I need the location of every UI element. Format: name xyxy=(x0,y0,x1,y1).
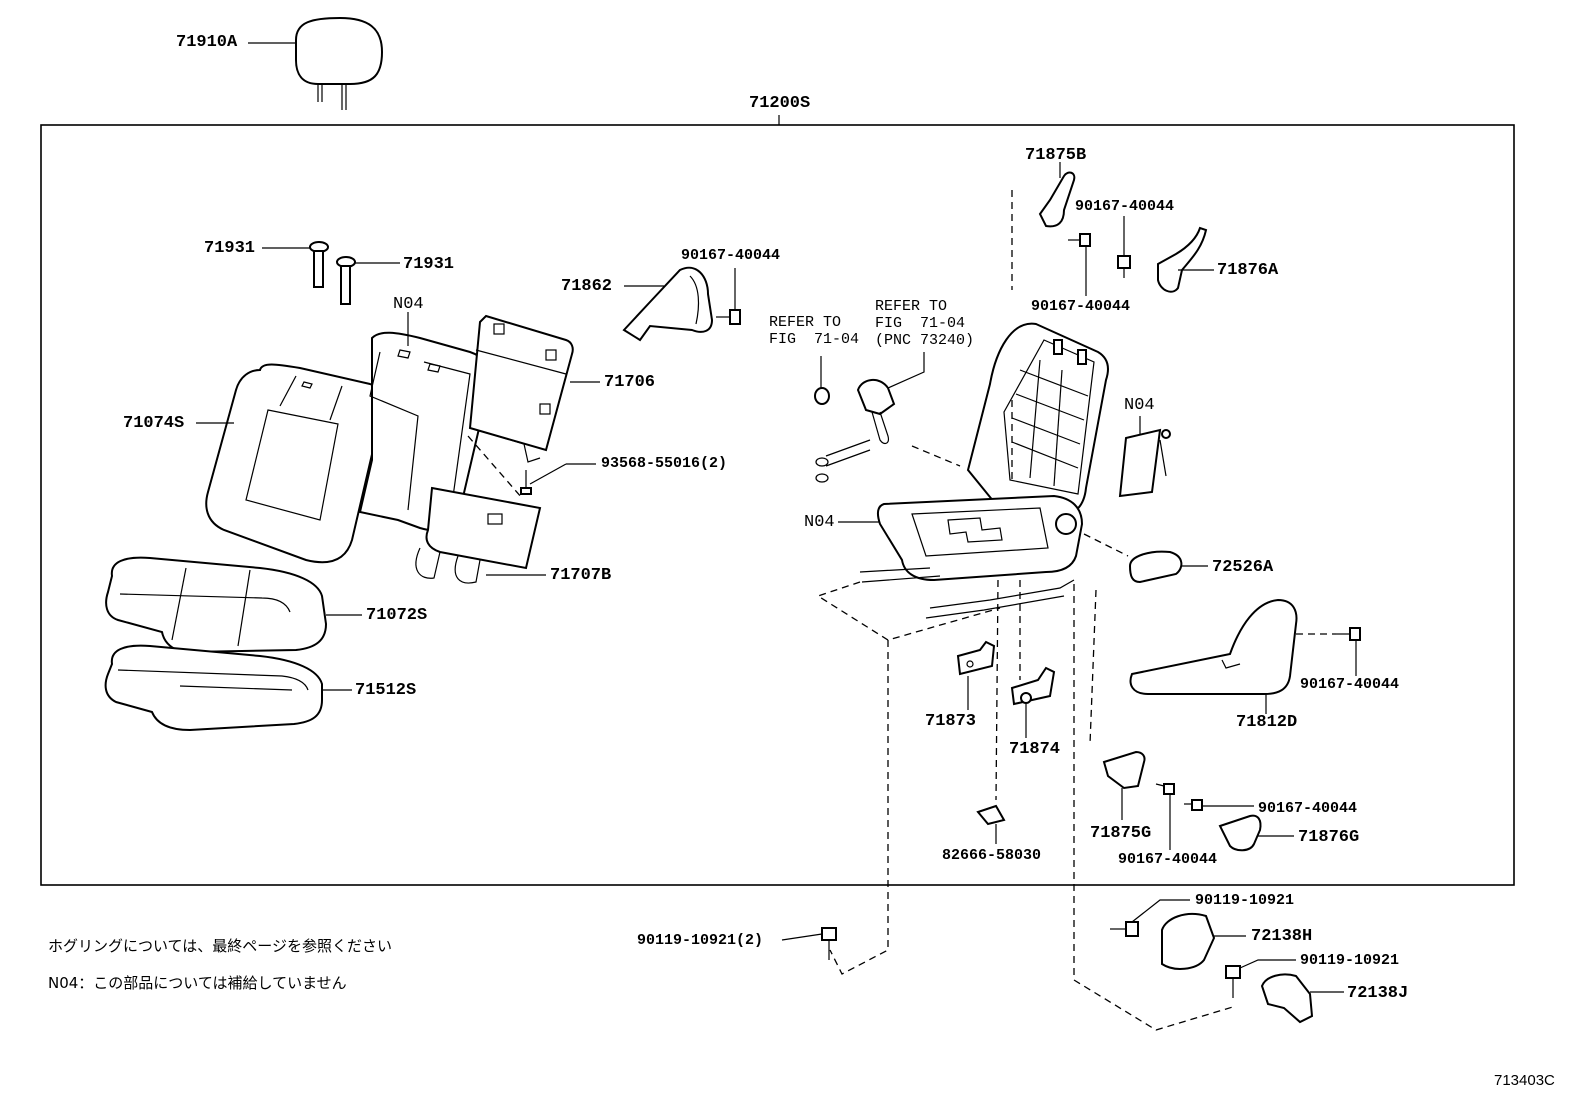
bolt-71862-part xyxy=(716,309,741,325)
label-cover-71876g: 71876G xyxy=(1298,828,1360,847)
note-hog-ring: ホグリングについては、最終ページを参照ください xyxy=(48,937,392,955)
label-n04-frame: N04 xyxy=(804,513,835,532)
label-back-board-cover: 71862 xyxy=(561,277,613,296)
recliner-cover-71875b-part xyxy=(1038,171,1076,228)
figure-id: 713403C xyxy=(1494,1072,1555,1089)
back-board-cover-71862-part xyxy=(622,266,714,342)
label-bolt-90119-a: 90119-10921 xyxy=(1195,892,1295,909)
bolt-mid-part xyxy=(1155,783,1175,795)
label-refer1-line2: FIG 71-04 xyxy=(769,331,860,348)
label-bolt-top-2: 90167-40044 xyxy=(1031,298,1131,315)
seat-back-cover-part xyxy=(205,363,385,564)
shield-71812d-part xyxy=(1129,598,1298,695)
cover-71874-part xyxy=(1010,666,1056,706)
back-board-b-part xyxy=(415,435,542,584)
recliner-cover-71876a-part xyxy=(1157,226,1208,293)
clip-82666-part xyxy=(976,804,1006,826)
bolt-90119-b-part xyxy=(1225,965,1241,998)
side-trim-n04-part xyxy=(1118,428,1171,498)
headrest-guide-parts xyxy=(309,241,356,305)
bolt-top-2-part xyxy=(1117,255,1131,278)
back-board-part xyxy=(468,314,574,463)
label-knob: 72526A xyxy=(1212,558,1274,577)
cover-71876g-part xyxy=(1218,814,1262,852)
label-recliner-cover-a: 71876A xyxy=(1217,261,1279,280)
label-back-board: 71706 xyxy=(604,373,656,392)
label-screw-93568: 93568-55016(2) xyxy=(601,455,728,472)
label-back-cover: 71074S xyxy=(123,414,185,433)
label-n04-back: N04 xyxy=(393,295,424,314)
label-headrest: 71910A xyxy=(176,33,238,52)
label-cover-71874: 71874 xyxy=(1009,740,1061,759)
label-back-board-b: 71707B xyxy=(550,566,612,585)
label-cover-71875g: 71875G xyxy=(1090,824,1152,843)
seat-frame-part xyxy=(859,322,1109,619)
label-cover-71873: 71873 xyxy=(925,712,977,731)
label-bolt-shield: 90167-40044 xyxy=(1300,676,1400,693)
label-cover-72138h: 72138H xyxy=(1251,927,1313,946)
label-refer2-line3: (PNC 73240) xyxy=(875,332,975,349)
bolt-low-part xyxy=(1184,799,1203,811)
label-bolt-71862: 90167-40044 xyxy=(681,247,781,264)
buckle-refer-part xyxy=(815,379,896,483)
cushion-pad-part xyxy=(104,644,323,732)
label-seat-assy: 71200S xyxy=(749,94,811,113)
label-bolt-mid: 90167-40044 xyxy=(1118,851,1218,868)
knob-72526a-part xyxy=(1128,550,1183,584)
bolt-90119-a-part xyxy=(1110,921,1139,937)
bolt-shield-part xyxy=(1336,627,1361,641)
label-shield: 71812D xyxy=(1236,713,1298,732)
cover-72138h-part xyxy=(1161,912,1216,970)
label-bolt-low: 90167-40044 xyxy=(1258,800,1358,817)
headrest-part xyxy=(295,16,384,110)
cushion-cover-part xyxy=(105,556,328,654)
label-bolt-top-1: 90167-40044 xyxy=(1075,198,1175,215)
label-clip-82666: 82666-58030 xyxy=(942,847,1042,864)
label-bolt-90119-b: 90119-10921 xyxy=(1300,952,1400,969)
screw-93568-part xyxy=(520,470,532,495)
label-cushion-pad: 71512S xyxy=(355,681,417,700)
label-refer2-line2: FIG 71-04 xyxy=(875,315,966,332)
label-headrest-guide-1: 71931 xyxy=(204,239,256,258)
bolt-90119-left-part xyxy=(821,927,837,960)
label-refer1-line1: REFER TO xyxy=(769,314,842,331)
label-cover-72138j: 72138J xyxy=(1347,984,1409,1003)
label-headrest-guide-2: 71931 xyxy=(403,255,455,274)
label-n04-side: N04 xyxy=(1124,396,1155,415)
bolt-top-1-part xyxy=(1068,233,1091,247)
cover-71875g-part xyxy=(1102,750,1146,790)
nut-refer-part xyxy=(814,387,830,405)
note-n04: N04：この部品については補給していません xyxy=(48,974,347,992)
label-recliner-cover-b: 71875B xyxy=(1025,146,1087,165)
label-cushion-cover: 71072S xyxy=(366,606,428,625)
label-refer2-line1: REFER TO xyxy=(875,298,948,315)
cover-72138j-part xyxy=(1260,973,1314,1024)
label-bolt-90119-left: 90119-10921(2) xyxy=(637,932,764,949)
assembly-boundary-box xyxy=(40,124,1515,886)
cover-71873-part xyxy=(956,640,996,676)
